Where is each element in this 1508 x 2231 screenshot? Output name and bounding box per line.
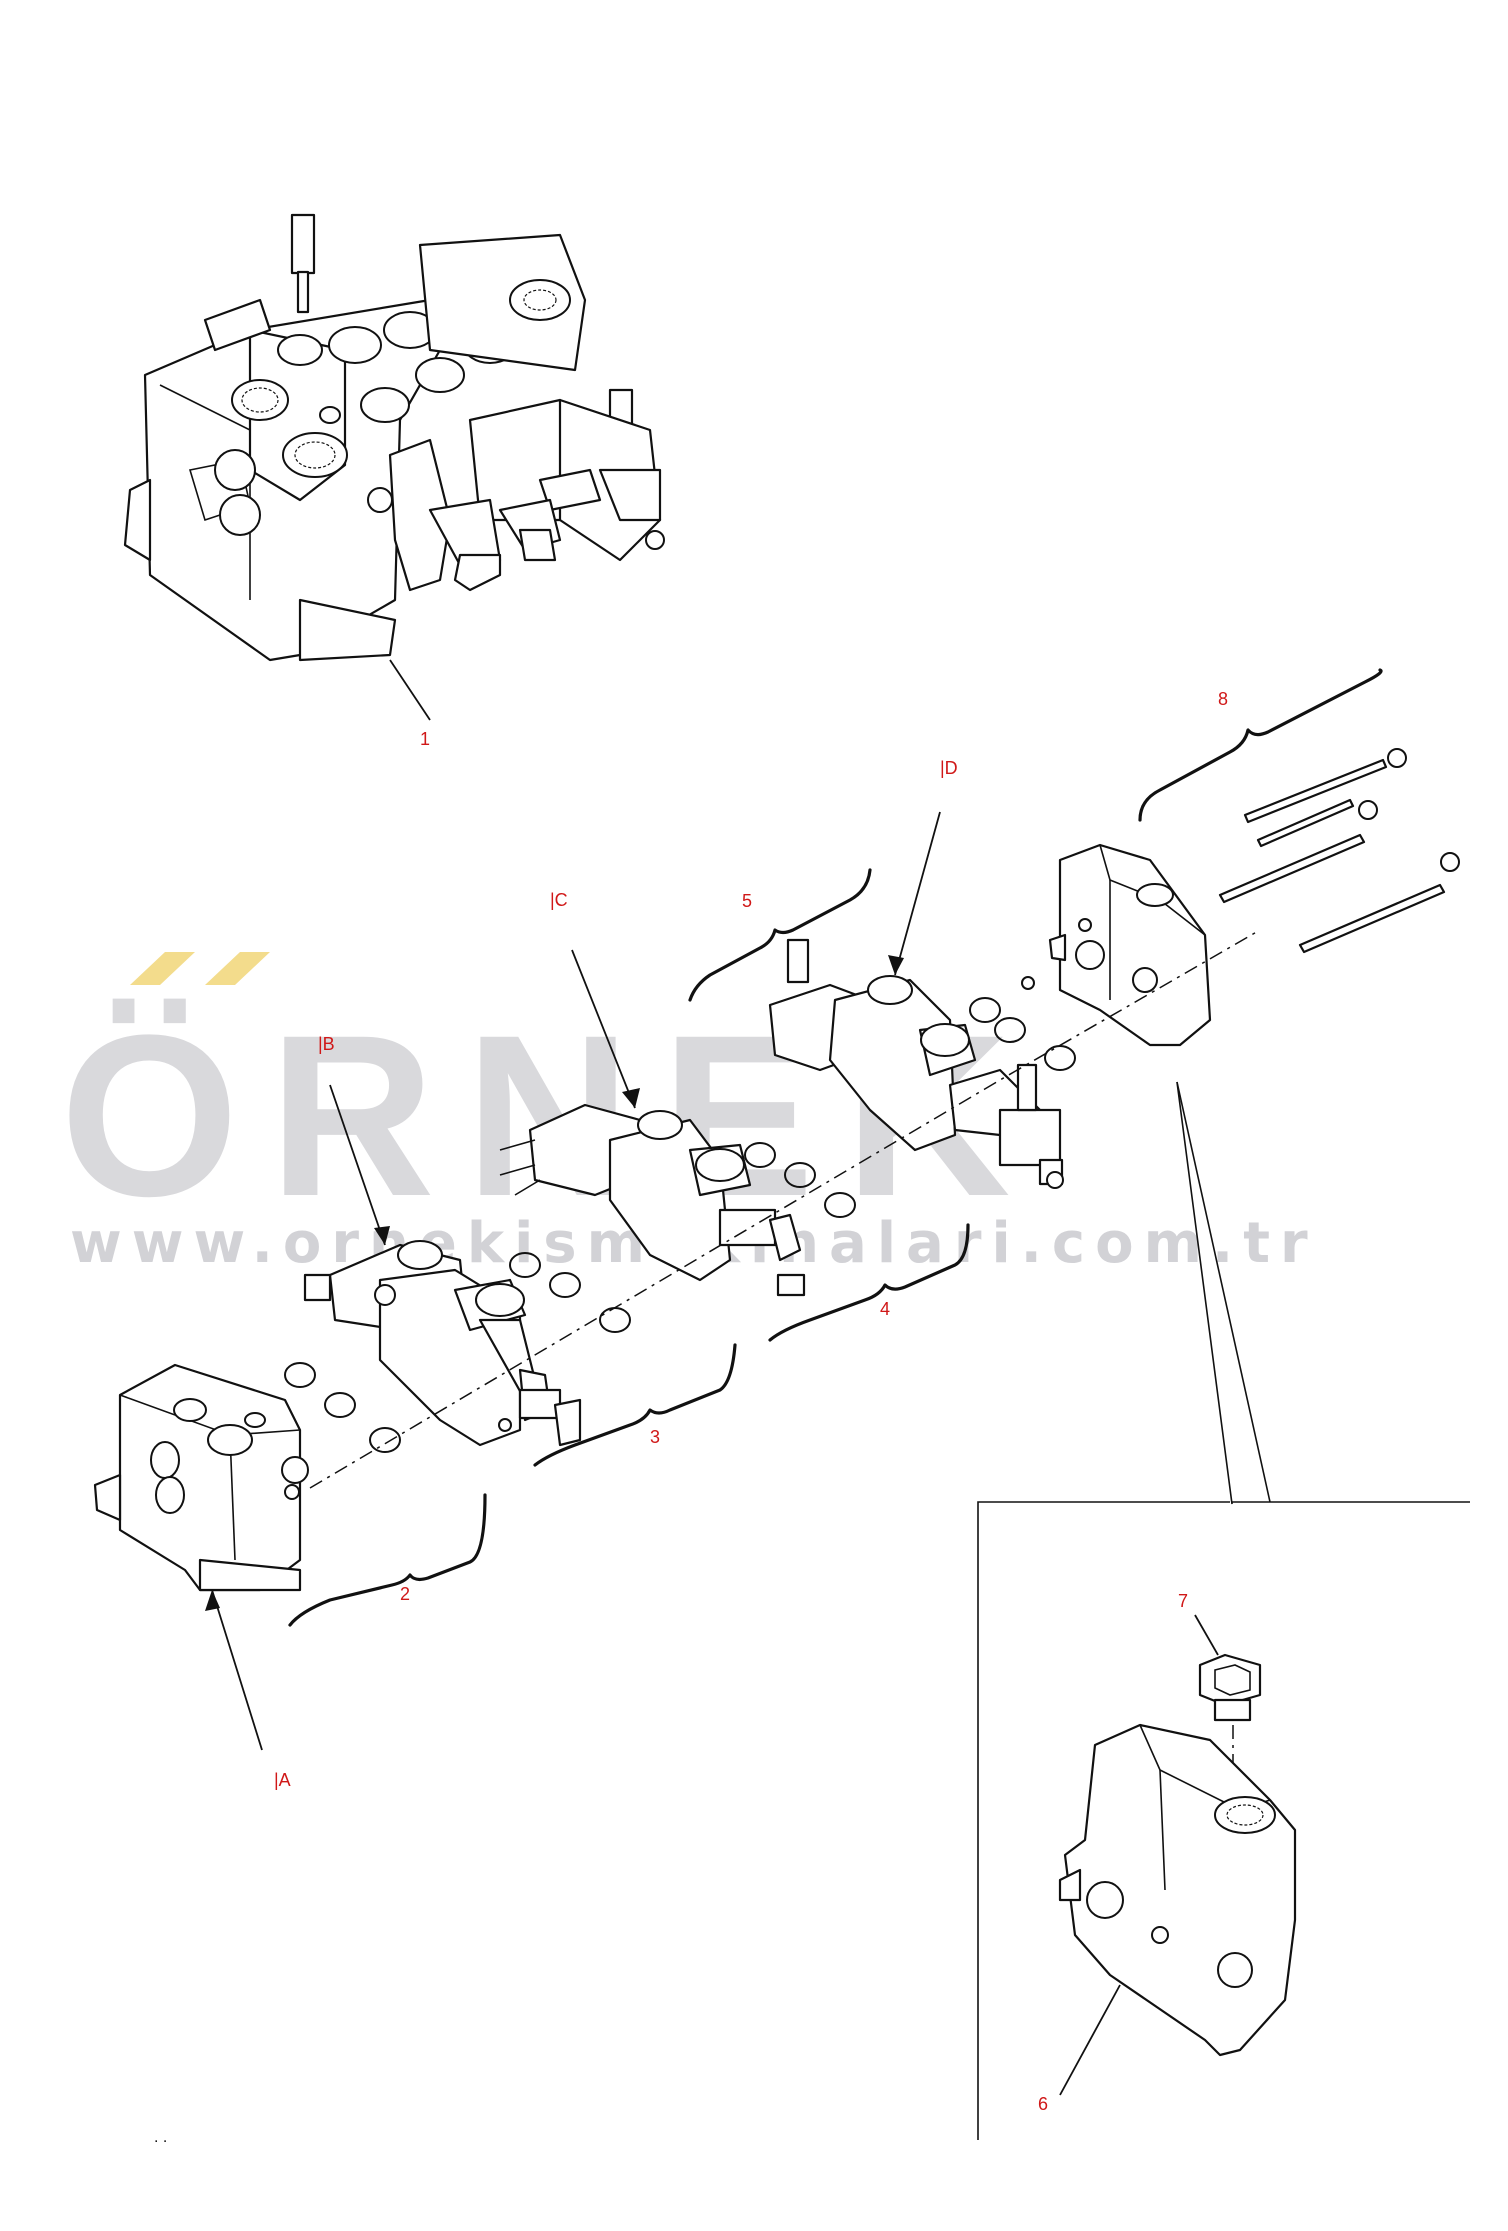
callout-labels: 1 2 3 4 5 6 7 8 |A |B |C |D — [274, 689, 1228, 2114]
outlet-end-cover-illustration — [1048, 843, 1212, 1047]
brace-5 — [688, 868, 872, 1002]
brace-3 — [533, 1343, 737, 1467]
o-rings — [284, 976, 1076, 1453]
callout-1: 1 — [420, 729, 430, 749]
spool-section-c-illustration — [499, 1103, 806, 1297]
callout-4: 4 — [880, 1299, 890, 1319]
callout-view-a: |A — [274, 1770, 291, 1790]
callout-6: 6 — [1038, 2094, 1048, 2114]
callout-5: 5 — [742, 891, 752, 911]
tie-rods-illustration — [1218, 748, 1460, 954]
brace-8 — [1138, 668, 1383, 822]
detail-inset — [977, 1081, 1470, 2140]
brace-2 — [288, 1493, 487, 1627]
brace-4 — [768, 1223, 970, 1342]
group-braces — [288, 668, 1383, 1627]
callout-2: 2 — [400, 1584, 410, 1604]
footer-mark: . . — [154, 2129, 167, 2146]
watermark-umlaut-accent — [130, 952, 270, 985]
inlet-section-illustration — [93, 1363, 309, 1592]
assembly-center-axis — [309, 929, 1261, 1489]
callout-view-d: |D — [940, 758, 958, 778]
callout-8: 8 — [1218, 689, 1228, 709]
callout-view-b: |B — [318, 1034, 335, 1054]
assembled-valve-illustration — [123, 213, 665, 662]
callout-7: 7 — [1178, 1591, 1188, 1611]
spool-section-b-illustration — [303, 1240, 582, 1447]
callout-3: 3 — [650, 1427, 660, 1447]
leader-lines — [205, 659, 1219, 2096]
callout-view-c: |C — [550, 890, 568, 910]
spool-section-d-illustration — [768, 938, 1064, 1189]
